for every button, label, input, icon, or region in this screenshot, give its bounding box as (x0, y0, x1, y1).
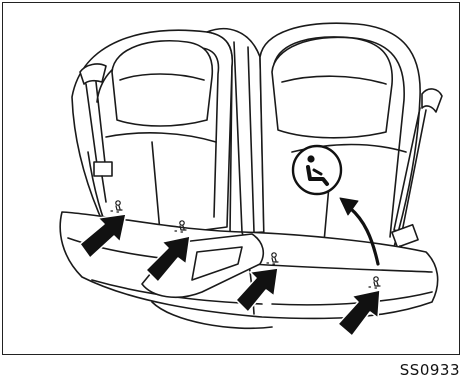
figure-code: SS0933 (400, 361, 460, 379)
child-seat-anchor-icon (293, 146, 341, 194)
right-headrest (272, 37, 392, 137)
rear-seat-illustration (2, 2, 460, 355)
left-headrest (112, 41, 212, 126)
